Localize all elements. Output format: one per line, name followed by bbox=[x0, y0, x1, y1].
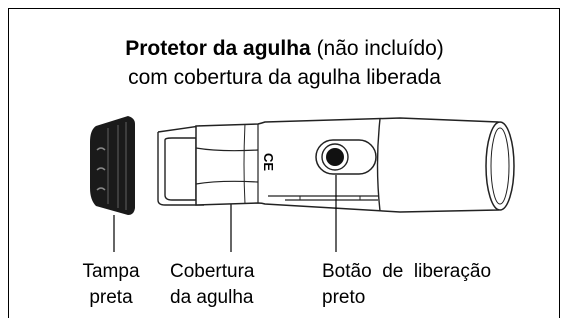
title-bold: Protetor da agulha bbox=[125, 37, 311, 60]
label-botao: Botão de liberação preto bbox=[322, 259, 522, 311]
label-cobertura-line2: da agulha bbox=[170, 287, 254, 308]
figure-title: Protetor da agulha (não incluído) com co… bbox=[0, 34, 569, 92]
release-button[interactable] bbox=[315, 139, 377, 175]
title-normal: (não incluído) bbox=[316, 37, 444, 60]
label-cobertura-line1: Cobertura bbox=[170, 261, 255, 282]
label-tampa-line1: Tampa bbox=[82, 261, 140, 282]
figure-frame bbox=[8, 8, 560, 318]
label-botao-line2: preto bbox=[322, 287, 366, 308]
label-botao-line1: Botão de liberação bbox=[322, 261, 492, 282]
black-cap bbox=[90, 116, 135, 215]
label-tampa: Tampa preta bbox=[69, 259, 153, 311]
label-tampa-line2: preta bbox=[89, 287, 133, 308]
label-cobertura: Cobertura da agulha bbox=[170, 259, 280, 311]
title-line2: com cobertura da agulha liberada bbox=[128, 66, 441, 89]
ce-mark: CE bbox=[261, 153, 276, 171]
